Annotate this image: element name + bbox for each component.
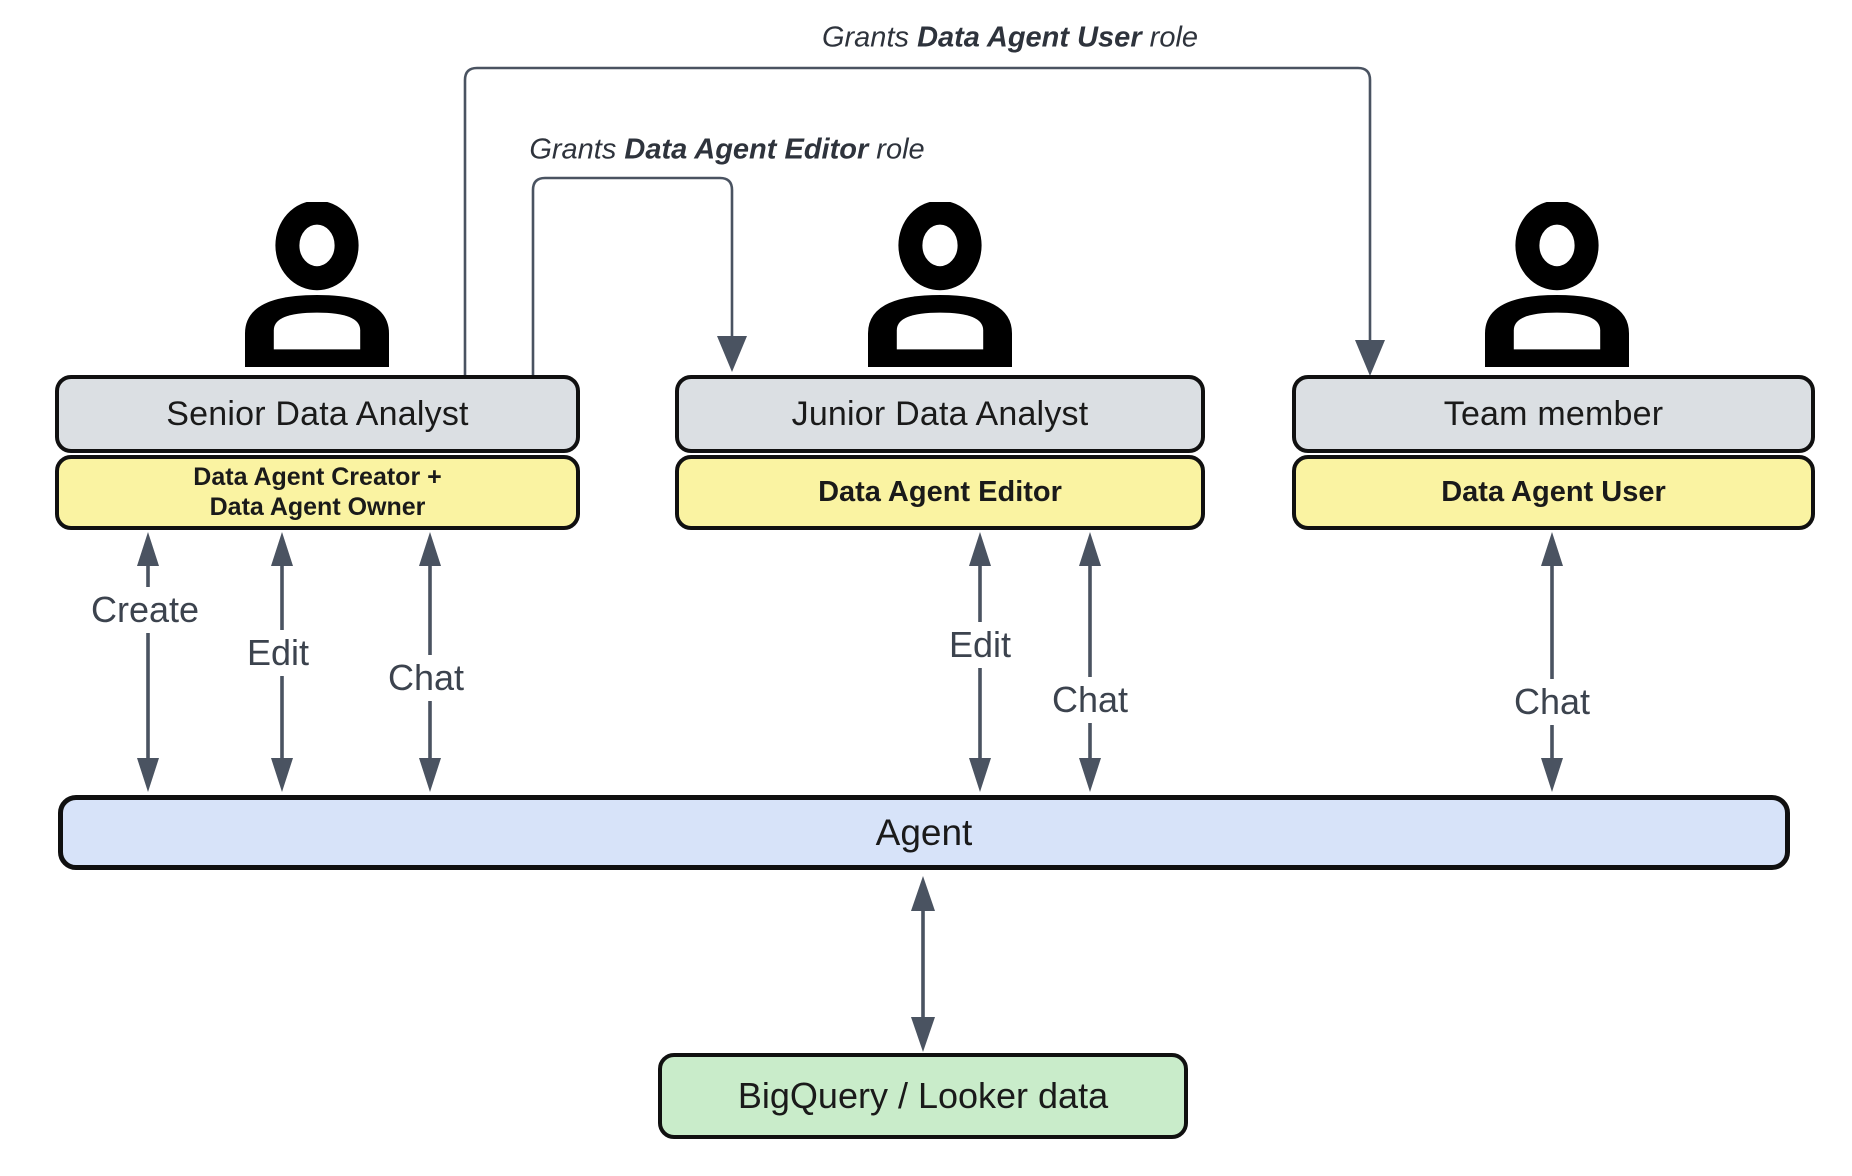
grant-editor-prefix: Grants — [529, 133, 625, 166]
bigquery-looker-box: BigQuery / Looker data — [658, 1053, 1188, 1139]
chat-arrow-junior — [1079, 532, 1101, 792]
chat-label-junior: Chat — [1043, 677, 1137, 723]
junior-analyst-role-card: Data Agent Editor — [675, 455, 1205, 530]
agent-bar: Agent — [58, 795, 1790, 870]
grant-user-prefix: Grants — [821, 21, 918, 54]
edit-label-junior: Edit — [940, 622, 1020, 668]
grant-editor-connector — [531, 176, 734, 375]
grant-user-suffix: role — [1141, 21, 1199, 54]
senior-role-line-2: Data Agent Owner — [209, 492, 426, 521]
senior-analyst-card: Senior Data Analyst — [55, 375, 580, 453]
junior-analyst-title: Junior Data Analyst — [791, 394, 1089, 433]
grant-editor-suffix: role — [868, 133, 925, 166]
senior-analyst-title: Senior Data Analyst — [166, 394, 469, 433]
grant-user-label: Grants Data Agent User role — [815, 21, 1205, 55]
agent-label: Agent — [875, 811, 973, 853]
person-icon-team — [1485, 202, 1629, 367]
grant-user-arrowhead-icon — [1355, 340, 1385, 376]
senior-analyst-role-card: Data Agent Creator + Data Agent Owner — [55, 455, 580, 530]
team-member-role-card: Data Agent User — [1292, 455, 1815, 530]
bigquery-looker-label: BigQuery / Looker data — [737, 1075, 1109, 1116]
person-icon-senior — [245, 202, 389, 367]
grant-editor-arrowhead-icon — [717, 336, 747, 372]
edit-label-senior: Edit — [238, 630, 318, 676]
team-member-title: Team member — [1443, 394, 1664, 433]
chat-label-senior: Chat — [379, 655, 473, 701]
team-member-card: Team member — [1292, 375, 1815, 453]
junior-role-line-1: Data Agent Editor — [818, 476, 1062, 509]
agent-data-arrow — [911, 876, 935, 1052]
junior-analyst-card: Junior Data Analyst — [675, 375, 1205, 453]
chat-label-team: Chat — [1505, 679, 1599, 725]
create-label: Create — [82, 587, 208, 633]
chat-arrow-team — [1541, 532, 1563, 792]
double-arrows — [137, 532, 1563, 1052]
grant-user-role-name: Data Agent User — [917, 21, 1142, 54]
grant-editor-label: Grants Data Agent Editor role — [523, 133, 931, 167]
team-role-line-1: Data Agent User — [1441, 476, 1666, 509]
grant-editor-role-name: Data Agent Editor — [624, 133, 869, 166]
senior-role-line-1: Data Agent Creator + — [193, 463, 442, 491]
person-icon-junior — [868, 202, 1012, 367]
create-arrow — [137, 532, 159, 792]
